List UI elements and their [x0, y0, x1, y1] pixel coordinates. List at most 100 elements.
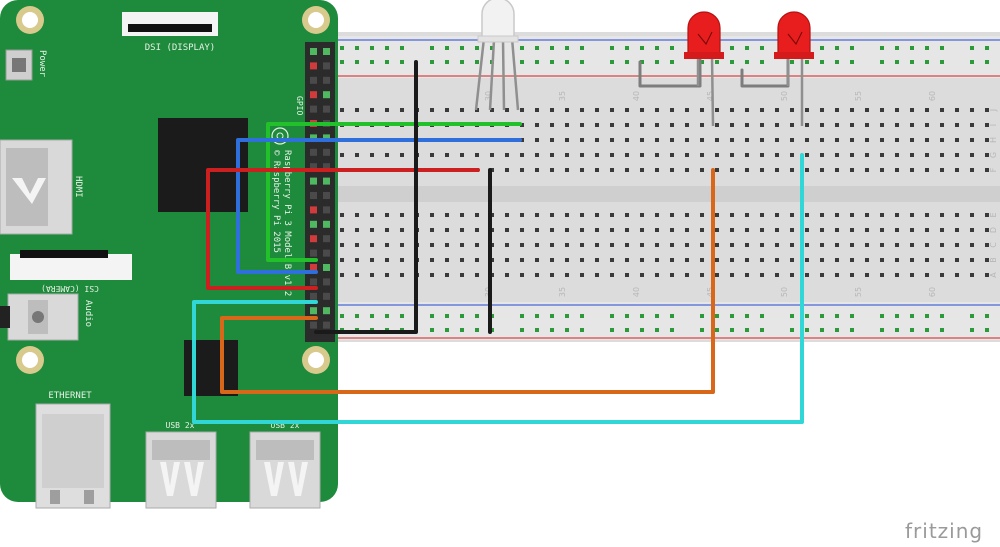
gpio-pin [323, 220, 330, 228]
breadboard-hole [400, 258, 404, 262]
breadboard-hole [775, 123, 779, 127]
breadboard-hole [610, 123, 614, 127]
breadboard-hole [910, 243, 914, 247]
breadboard-hole [715, 168, 719, 172]
gpio-pin [323, 163, 330, 171]
breadboard-hole [385, 153, 389, 157]
breadboard-hole [850, 123, 854, 127]
breadboard-hole [745, 243, 749, 247]
rail-hole [715, 314, 719, 318]
breadboard-hole [685, 108, 689, 112]
breadboard-hole [340, 153, 344, 157]
rail-hole [820, 60, 824, 64]
breadboard-hole [985, 168, 989, 172]
breadboard-hole [835, 138, 839, 142]
breadboard-hole [535, 243, 539, 247]
breadboard-hole [520, 153, 524, 157]
breadboard-hole [835, 108, 839, 112]
breadboard-hole [460, 228, 464, 232]
rail-hole [340, 60, 344, 64]
column-label-top: 30 [484, 91, 493, 101]
breadboard-hole [760, 138, 764, 142]
breadboard-hole [835, 153, 839, 157]
breadboard-hole [955, 168, 959, 172]
wire-green [266, 122, 522, 262]
breadboard-hole [700, 258, 704, 262]
breadboard-hole [970, 123, 974, 127]
rail-hole [655, 328, 659, 332]
rail-hole [730, 60, 734, 64]
rail-hole [460, 314, 464, 318]
rail-hole [610, 60, 614, 64]
rail-hole [745, 328, 749, 332]
breadboard-hole [985, 273, 989, 277]
rail-hole [835, 60, 839, 64]
rail-hole [880, 328, 884, 332]
raspberry-pi-board: DSI (DISPLAY) Power HDMI CSI (CAMERA) [0, 0, 338, 509]
gpio-pin [310, 292, 317, 300]
breadboard-hole [565, 168, 569, 172]
breadboard-hole [460, 258, 464, 262]
breadboard-hole [925, 243, 929, 247]
breadboard-hole [385, 228, 389, 232]
breadboard-hole [805, 273, 809, 277]
breadboard-hole [835, 273, 839, 277]
rail-hole [625, 328, 629, 332]
rail-hole [580, 328, 584, 332]
breadboard-hole [955, 258, 959, 262]
breadboard-hole [730, 273, 734, 277]
rail-hole [670, 314, 674, 318]
breadboard-hole [940, 153, 944, 157]
breadboard-hole [580, 123, 584, 127]
breadboard-hole [910, 273, 914, 277]
breadboard-hole [520, 123, 524, 127]
breadboard-hole [505, 243, 509, 247]
breadboard-hole [880, 138, 884, 142]
rail-hole [670, 60, 674, 64]
breadboard-hole [355, 213, 359, 217]
breadboard-hole [730, 243, 734, 247]
model-text-1: Raspberry Pi 3 Model B v1.2 [282, 150, 292, 296]
breadboard-hole [595, 243, 599, 247]
rail-hole [730, 328, 734, 332]
breadboard-hole [790, 243, 794, 247]
breadboard-hole [475, 228, 479, 232]
gpio-pin [310, 62, 317, 70]
breadboard-hole [940, 138, 944, 142]
breadboard-hole [730, 153, 734, 157]
rail-hole [850, 314, 854, 318]
csi-connector: CSI (CAMERA) [10, 250, 132, 293]
breadboard-hole [910, 213, 914, 217]
rail-hole [820, 314, 824, 318]
breadboard-hole [925, 108, 929, 112]
breadboard-hole [790, 273, 794, 277]
gpio-pin [310, 192, 317, 199]
breadboard-hole [370, 273, 374, 277]
column-label-top: 40 [632, 91, 641, 101]
breadboard-hole [745, 168, 749, 172]
breadboard-hole [655, 138, 659, 142]
rail-hole [910, 46, 914, 50]
rail-hole [985, 314, 989, 318]
breadboard-hole [565, 228, 569, 232]
rail-hole [925, 60, 929, 64]
breadboard-hole [895, 258, 899, 262]
breadboard-hole [955, 243, 959, 247]
breadboard-hole [385, 243, 389, 247]
breadboard-hole [820, 168, 824, 172]
breadboard-hole [730, 108, 734, 112]
rail-hole [475, 328, 479, 332]
rail-hole [475, 314, 479, 318]
rail-hole [520, 60, 524, 64]
breadboard-hole [940, 213, 944, 217]
breadboard-hole [550, 108, 554, 112]
breadboard-hole [610, 258, 614, 262]
breadboard-hole [700, 213, 704, 217]
gpio-pin [323, 321, 330, 329]
rail-hole [445, 60, 449, 64]
breadboard-hole [790, 123, 794, 127]
rail-hole [625, 60, 629, 64]
rail-hole [880, 46, 884, 50]
gpio-pin [323, 206, 330, 214]
breadboard-hole [625, 258, 629, 262]
